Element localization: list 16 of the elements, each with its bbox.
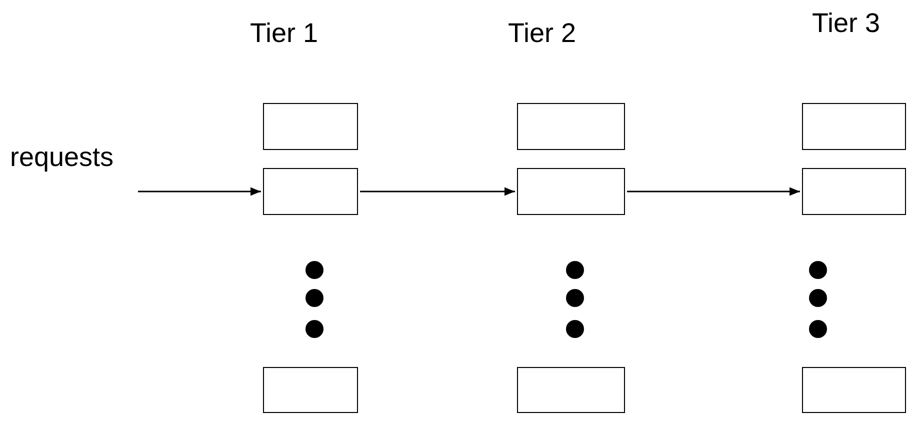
empty-box: [263, 168, 358, 215]
column-heading: Tier 1: [250, 18, 318, 49]
empty-box: [802, 168, 906, 215]
arrow: [138, 187, 261, 196]
column-heading: Tier 2: [508, 18, 576, 49]
empty-box: [263, 103, 358, 150]
empty-box: [802, 103, 906, 150]
empty-box: [517, 103, 625, 150]
column-heading: Tier 3: [812, 8, 880, 39]
empty-box: [802, 367, 906, 413]
empty-box: [517, 168, 625, 215]
empty-box: [517, 367, 625, 413]
empty-box: [263, 367, 358, 413]
arrow: [627, 187, 800, 196]
arrow: [360, 187, 515, 196]
edge-label: requests: [10, 142, 114, 172]
